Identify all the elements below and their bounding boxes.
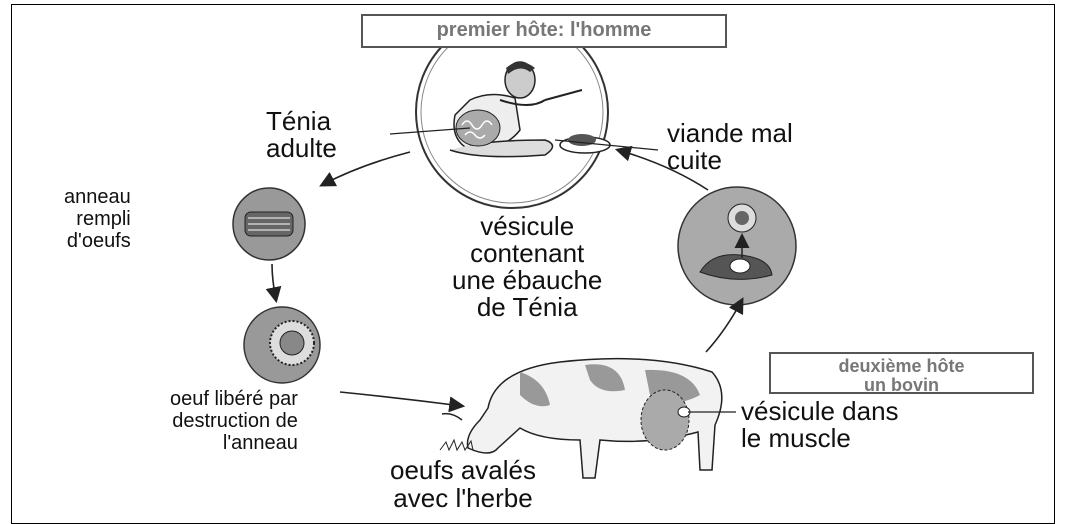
deuxieme-hote-line1: deuxième hôte xyxy=(838,356,965,376)
premier-hote-box: premier hôte: l'homme xyxy=(361,14,727,48)
oeuf-circle xyxy=(243,306,321,384)
deuxieme-hote-box: deuxième hôte un bovin xyxy=(769,352,1034,395)
arrow-anneau-to-oeuf xyxy=(265,263,282,304)
life-cycle-illustration xyxy=(232,15,797,479)
anneau-circle xyxy=(232,187,306,261)
vesicule-viande-circle xyxy=(677,186,797,306)
arrow-human-to-anneau xyxy=(319,151,411,187)
arrow-vesicule-to-human xyxy=(614,145,709,191)
deuxieme-hote-line2: un bovin xyxy=(864,375,939,395)
tenia-pointer-line xyxy=(389,127,471,135)
arrow-oeuf-to-cow xyxy=(339,391,466,413)
arrow-cow-to-vesicule xyxy=(705,297,744,353)
viande-pointer-line xyxy=(554,139,659,151)
cow-illustration xyxy=(439,357,723,479)
